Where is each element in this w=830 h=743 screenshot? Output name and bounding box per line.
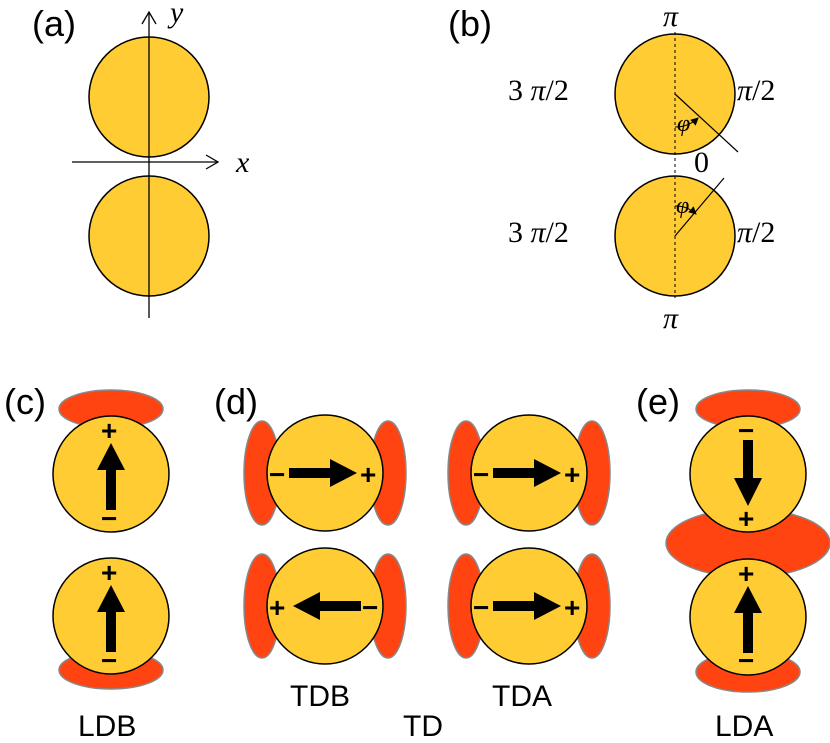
dipole-arrow-right-icon bbox=[493, 592, 561, 620]
angle-line-top bbox=[674, 93, 739, 153]
charge-sign: − bbox=[738, 415, 754, 446]
charge-sign: + bbox=[101, 557, 117, 588]
panel-d: (d) − + + − − + − + TDB TD TDA bbox=[214, 381, 611, 743]
label-zero: 0 bbox=[694, 146, 709, 179]
dipole-arrow-up-icon bbox=[97, 585, 125, 652]
label-pi2-top: π/2 bbox=[737, 74, 775, 107]
angle-phi-bottom: φ bbox=[676, 193, 689, 219]
dipole-arrow-right-icon bbox=[493, 459, 561, 487]
label-3pi2-top: 3 π/2 bbox=[508, 74, 569, 107]
label-pi-top: π bbox=[663, 0, 679, 33]
caption-ldb: LDB bbox=[78, 710, 136, 743]
charge-sign: + bbox=[564, 592, 580, 623]
panel-c: (c) + − + − LDB bbox=[4, 381, 170, 743]
panel-e-label: (e) bbox=[636, 381, 680, 422]
dipole-arrow-up-icon bbox=[734, 586, 762, 653]
panel-a: (a) x y bbox=[32, 0, 250, 318]
charge-sign: + bbox=[738, 558, 754, 589]
charge-sign: + bbox=[360, 459, 376, 490]
charge-sign: − bbox=[473, 592, 489, 623]
label-3pi2-bottom: 3 π/2 bbox=[508, 216, 569, 249]
angle-arc-bottom bbox=[674, 205, 697, 215]
charge-sign: + bbox=[269, 592, 285, 623]
charge-sign: + bbox=[738, 503, 754, 534]
charge-sign: − bbox=[101, 503, 117, 534]
caption-td: TD bbox=[403, 710, 443, 743]
label-pi-bottom: π bbox=[663, 302, 679, 335]
panel-d-label: (d) bbox=[214, 381, 258, 422]
x-axis-arrowhead bbox=[205, 154, 220, 170]
panel-e: (e) − + + − LDA bbox=[636, 381, 830, 743]
panel-b: (b) φ φ π 3 π/2 π/2 0 3 π/2 π/2 π bbox=[448, 0, 775, 335]
panel-b-label: (b) bbox=[448, 3, 492, 44]
angle-line-bottom bbox=[674, 177, 725, 237]
y-axis-arrowhead bbox=[141, 10, 157, 25]
panel-c-label: (c) bbox=[4, 381, 46, 422]
panel-a-label: (a) bbox=[32, 3, 76, 44]
charge-sign: − bbox=[473, 459, 489, 490]
dipole-arrow-up-icon bbox=[97, 443, 125, 510]
caption-tda: TDA bbox=[492, 680, 552, 713]
charge-sign: − bbox=[362, 592, 378, 623]
charge-sign: + bbox=[101, 415, 117, 446]
label-pi2-bottom: π/2 bbox=[737, 216, 775, 249]
dipole-arrow-right-icon bbox=[289, 459, 357, 487]
charge-sign: − bbox=[738, 645, 754, 676]
charge-sign: + bbox=[564, 459, 580, 490]
dipole-arrow-down-icon bbox=[734, 440, 762, 506]
caption-tdb: TDB bbox=[290, 680, 350, 713]
charge-sign: − bbox=[101, 645, 117, 676]
x-axis-label: x bbox=[235, 146, 250, 179]
caption-lda: LDA bbox=[715, 710, 773, 743]
charge-sign: − bbox=[269, 459, 285, 490]
y-axis-label: y bbox=[167, 0, 184, 29]
dipole-arrow-left-icon bbox=[293, 592, 361, 620]
angle-arc-top bbox=[674, 117, 699, 128]
angle-phi-top: φ bbox=[677, 111, 690, 137]
